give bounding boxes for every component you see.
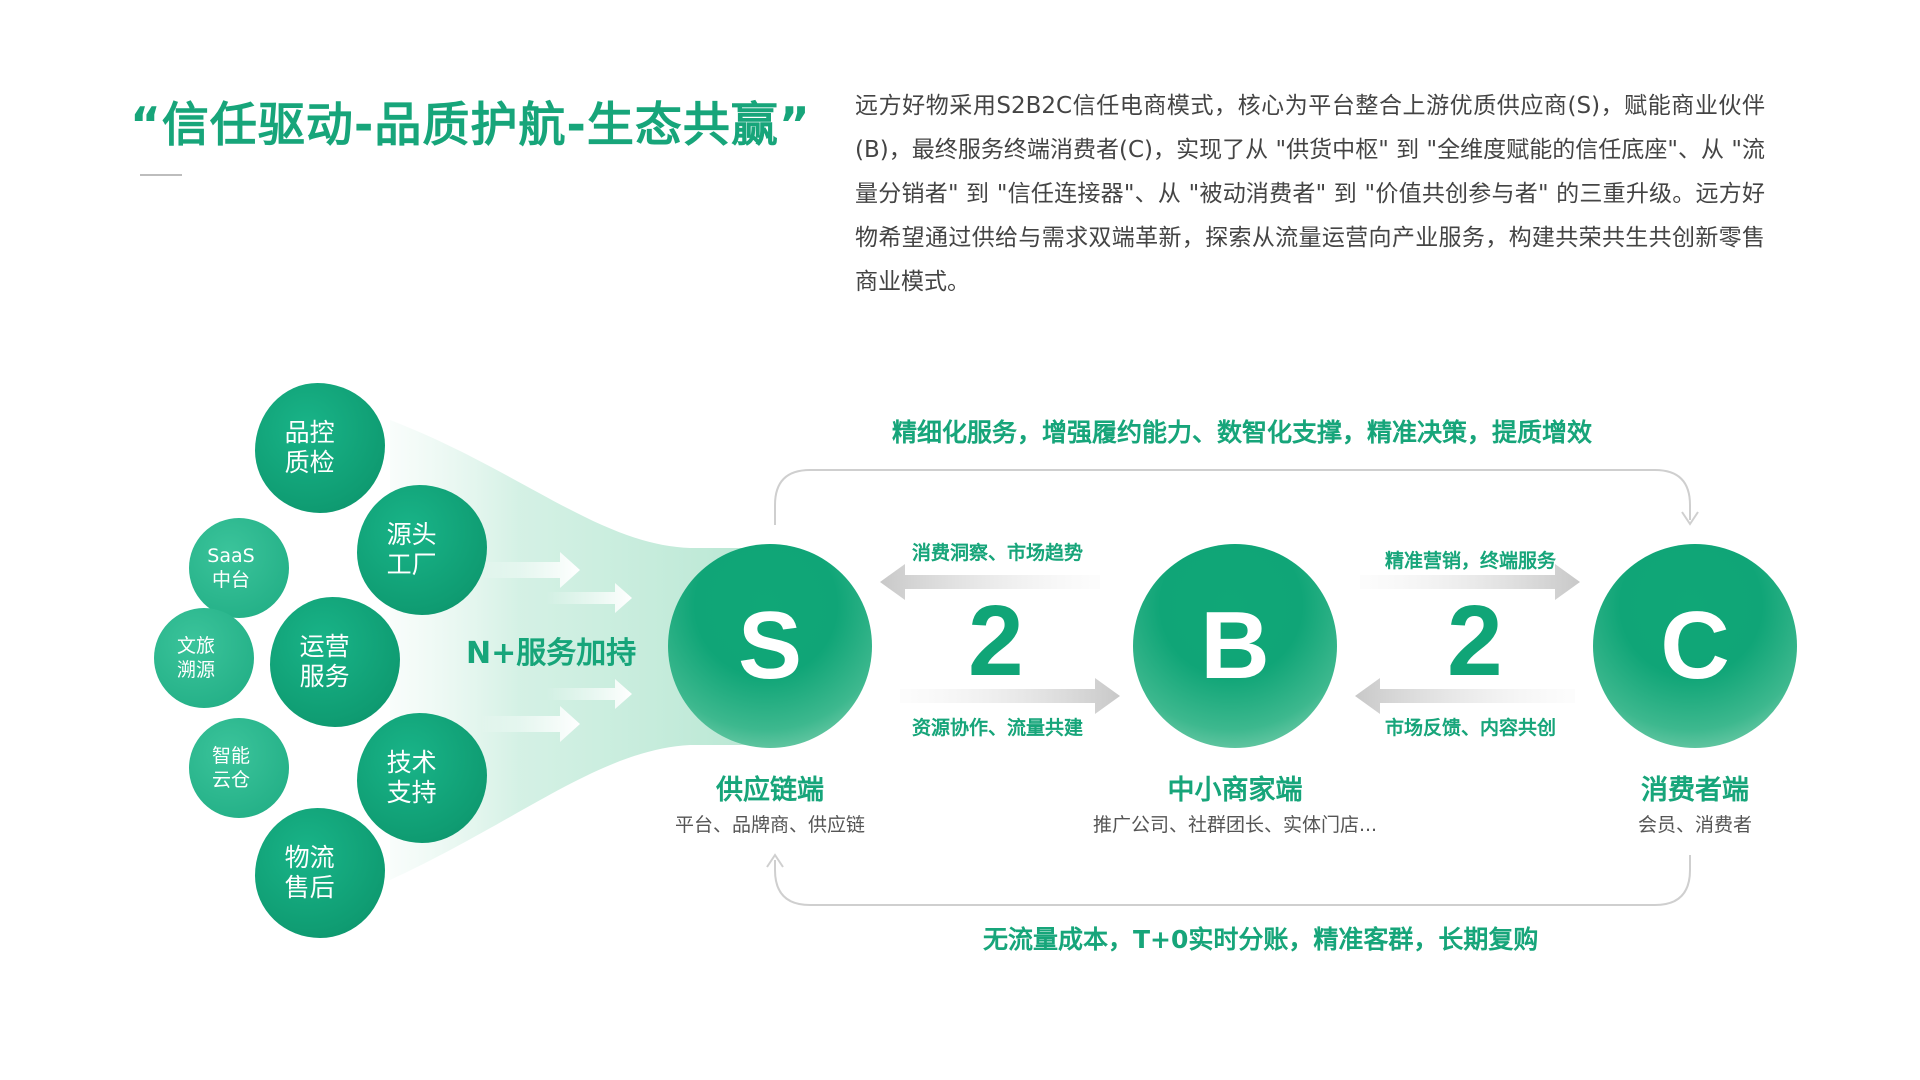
flow-label-bc-bottom: 市场反馈、内容共创 bbox=[1385, 717, 1557, 739]
bubble-line: 服务 bbox=[299, 662, 350, 691]
flow-label-sb-bottom: 资源协作、流量共建 bbox=[912, 717, 1084, 739]
arrow-b-to-c bbox=[1360, 564, 1580, 600]
node-s-title: 供应链端 bbox=[716, 775, 824, 806]
connector-2-left: 2 bbox=[968, 585, 1024, 697]
bubble-operations: 运营服务 bbox=[270, 597, 400, 727]
node-c: C bbox=[1593, 544, 1797, 748]
bubble-source-factory: 源头工厂 bbox=[357, 485, 487, 615]
loop-label-bottom: 无流量成本，T+0实时分账，精准客群，长期复购 bbox=[983, 925, 1539, 954]
bubble-logistics: 物流售后 bbox=[255, 808, 385, 938]
arrow-c-to-b bbox=[1355, 678, 1575, 714]
bubble-line: 品控 bbox=[284, 418, 335, 447]
bubble-line: 工厂 bbox=[386, 550, 437, 579]
connector-2-right: 2 bbox=[1447, 585, 1503, 697]
intro-paragraph: 远方好物采用S2B2C信任电商模式，核心为平台整合上游优质供应商(S)，赋能商业… bbox=[855, 93, 1765, 295]
arrow-s-to-b bbox=[900, 678, 1120, 714]
flow-label-sb-top: 消费洞察、市场趋势 bbox=[912, 542, 1084, 564]
bubble-line: 质检 bbox=[284, 448, 335, 477]
bubble-line: 中台 bbox=[211, 569, 250, 591]
bubble-line: 支持 bbox=[386, 778, 437, 807]
page-title: “信任驱动-品质护航-生态共赢” bbox=[130, 98, 811, 153]
bubble-line: 售后 bbox=[284, 873, 335, 902]
bubble-line: 溯源 bbox=[176, 659, 215, 681]
arrow-b-to-s bbox=[880, 564, 1100, 600]
loop-label-top: 精细化服务，增强履约能力、数智化支撑，精准决策，提质增效 bbox=[892, 418, 1593, 447]
node-s-subtitle: 平台、品牌商、供应链 bbox=[674, 814, 865, 836]
title-divider bbox=[140, 174, 182, 176]
n-plus-services-label: N+服务加持 bbox=[466, 636, 637, 671]
flow-label-bc-top: 精准营销，终端服务 bbox=[1385, 550, 1557, 572]
bubble-line: 文旅 bbox=[176, 635, 215, 657]
node-b-subtitle: 推广公司、社群团长、实体门店... bbox=[1092, 814, 1378, 836]
bubble-culture-trace: 文旅溯源 bbox=[154, 608, 254, 708]
bubble-quality-control: 品控质检 bbox=[255, 383, 385, 513]
bubble-line: 智能 bbox=[211, 745, 250, 767]
node-s: S bbox=[668, 544, 872, 748]
top-loop-line bbox=[774, 469, 1691, 525]
bubble-line: 源头 bbox=[386, 520, 437, 549]
bubble-line: SaaS bbox=[207, 545, 255, 567]
node-c-title: 消费者端 bbox=[1641, 775, 1749, 806]
node-c-subtitle: 会员、消费者 bbox=[1637, 814, 1752, 836]
bubble-line: 技术 bbox=[386, 748, 437, 777]
bubble-line: 物流 bbox=[284, 843, 335, 872]
bubble-tech-support: 技术支持 bbox=[357, 713, 487, 843]
bottom-loop-line bbox=[774, 855, 1691, 906]
node-b-title: 中小商家端 bbox=[1167, 775, 1303, 806]
bubble-line: 运营 bbox=[299, 632, 350, 661]
node-b: B bbox=[1133, 544, 1337, 748]
funnel-arrows bbox=[480, 552, 632, 742]
bubble-line: 云仓 bbox=[211, 769, 250, 791]
bubble-cloud-warehouse: 智能云仓 bbox=[189, 718, 289, 818]
